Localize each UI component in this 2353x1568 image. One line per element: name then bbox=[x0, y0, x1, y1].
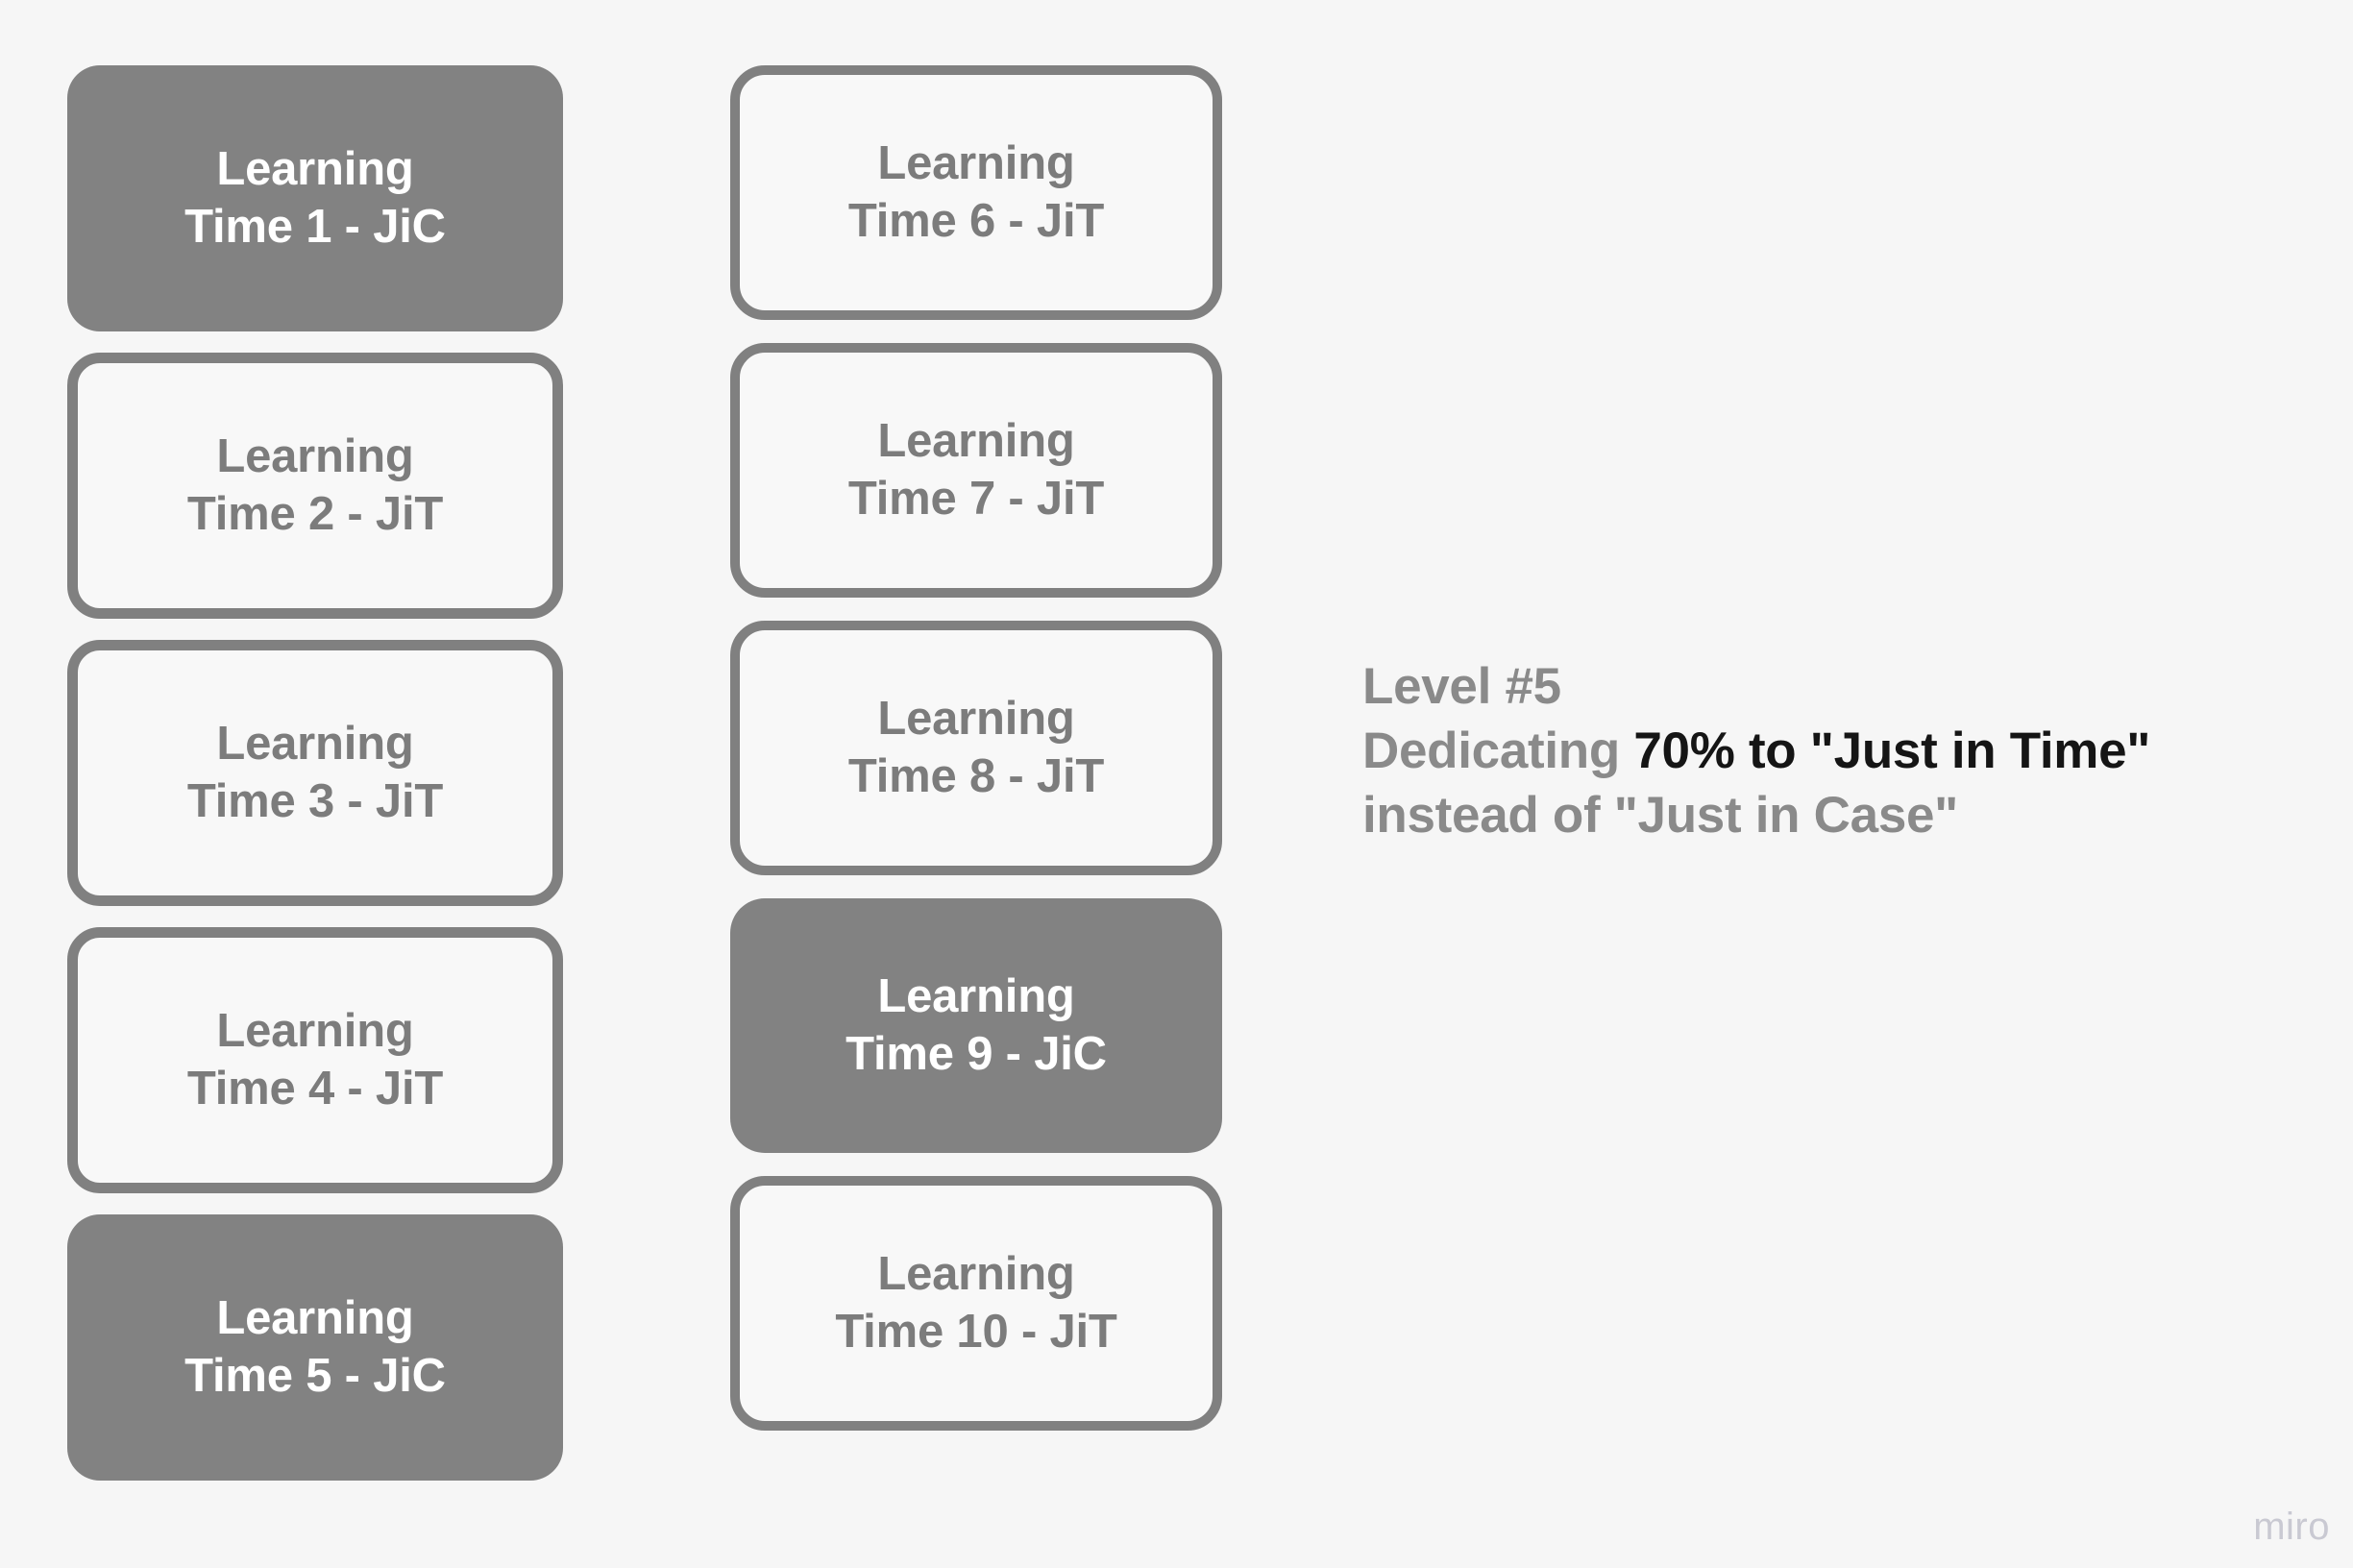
card-title-line: Learning bbox=[877, 414, 1075, 467]
annotation-line-3: instead of "Just in Case" bbox=[1362, 786, 1959, 844]
card-subtitle-line: Time 7 - JiT bbox=[847, 472, 1105, 525]
card-subtitle-line: Time 5 - JiC bbox=[184, 1349, 446, 1402]
card-title-line: Learning bbox=[877, 1247, 1075, 1300]
card-subtitle-line: Time 1 - JiC bbox=[184, 200, 446, 253]
card-subtitle-line: Time 9 - JiC bbox=[846, 1027, 1107, 1080]
annotation-line-2: Dedicating 70% to "Just in Time" bbox=[1362, 720, 2323, 784]
card-title-line: Learning bbox=[877, 692, 1075, 745]
card-title-line: Learning bbox=[216, 1004, 414, 1057]
card-title-line: Learning bbox=[216, 142, 414, 195]
card-learning-time-10[interactable]: Learning Time 10 - JiT bbox=[730, 1176, 1222, 1431]
card-learning-time-5[interactable]: Learning Time 5 - JiC bbox=[67, 1214, 563, 1481]
card-subtitle-line: Time 10 - JiT bbox=[835, 1305, 1117, 1358]
card-learning-time-4[interactable]: Learning Time 4 - JiT bbox=[67, 927, 563, 1193]
annotation-emphasis: 70% to "Just in Time" bbox=[1633, 722, 2151, 779]
card-column-1: Learning Time 1 - JiC Learning Time 2 - … bbox=[67, 65, 563, 1481]
card-learning-time-9[interactable]: Learning Time 9 - JiC bbox=[730, 898, 1222, 1153]
card-learning-time-2[interactable]: Learning Time 2 - JiT bbox=[67, 353, 563, 619]
card-title-line: Learning bbox=[216, 429, 414, 482]
card-subtitle-line: Time 6 - JiT bbox=[847, 194, 1105, 247]
level-label: Level #5 bbox=[1362, 658, 1561, 715]
card-learning-time-1[interactable]: Learning Time 1 - JiC bbox=[67, 65, 563, 331]
card-subtitle-line: Time 2 - JiT bbox=[186, 487, 444, 540]
annotation-prefix: Dedicating bbox=[1362, 722, 1634, 779]
card-subtitle-line: Time 4 - JiT bbox=[186, 1062, 444, 1115]
card-learning-time-8[interactable]: Learning Time 8 - JiT bbox=[730, 621, 1222, 875]
card-learning-time-3[interactable]: Learning Time 3 - JiT bbox=[67, 640, 563, 906]
card-title-line: Learning bbox=[877, 136, 1075, 189]
card-title-line: Learning bbox=[216, 1291, 414, 1344]
card-subtitle-line: Time 8 - JiT bbox=[847, 749, 1105, 802]
card-learning-time-6[interactable]: Learning Time 6 - JiT bbox=[730, 65, 1222, 320]
miro-watermark: miro bbox=[2253, 1506, 2330, 1548]
level-annotation: Level #5 Dedicating 70% to "Just in Time… bbox=[1362, 655, 2323, 847]
card-learning-time-7[interactable]: Learning Time 7 - JiT bbox=[730, 343, 1222, 598]
card-column-2: Learning Time 6 - JiT Learning Time 7 - … bbox=[730, 65, 1222, 1431]
card-title-line: Learning bbox=[877, 969, 1075, 1022]
card-title-line: Learning bbox=[216, 717, 414, 770]
card-subtitle-line: Time 3 - JiT bbox=[186, 774, 444, 827]
